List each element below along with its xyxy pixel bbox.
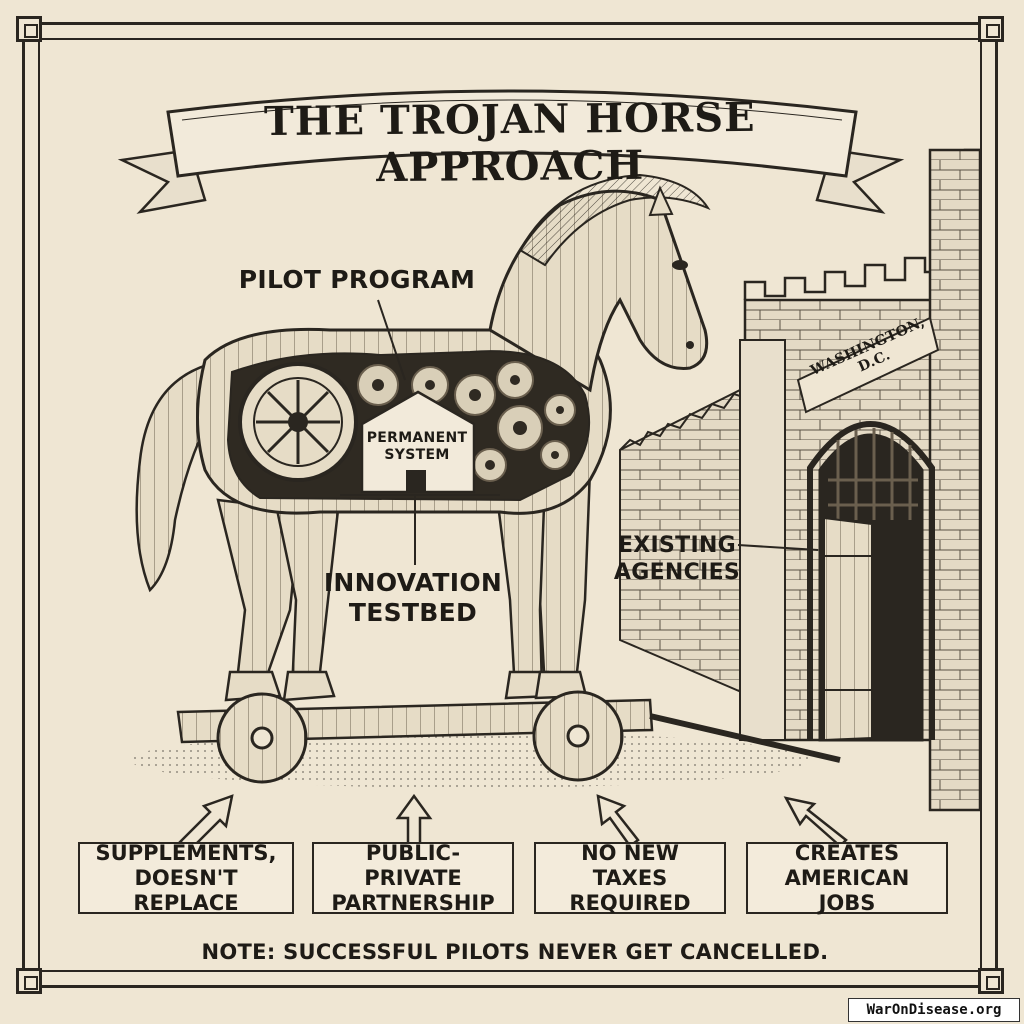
benefit-box-supplements: SUPPLEMENTS, DOESN'T REPLACE [78,841,294,915]
innovation-testbed-label: INNOVATION TESTBED [323,568,503,627]
leader-lines [377,299,819,565]
page-title: THE TROJAN HORSE APPROACH [263,93,756,192]
horse-legs [216,468,592,702]
benefit-box-jobs: CREATES AMERICAN JOBS [746,841,948,915]
corner-ornament [978,968,1004,994]
permanent-system-house [360,390,476,494]
pilot-program-label: PILOT PROGRAM [238,265,476,294]
outer-frame [22,22,998,988]
horse-head [488,173,711,393]
wheels [216,690,624,784]
permanent-system-label: PERMANENT SYSTEM [366,430,468,463]
watermark: WarOnDisease.org [848,998,1020,1022]
corner-ornament [16,16,42,42]
castle [619,148,982,812]
footnote: NOTE: SUCCESSFUL PILOTS NEVER GET CANCEL… [201,940,829,964]
arrows [177,793,848,850]
benefit-box-partnership: PUBLIC-PRIVATE PARTNERSHIP [312,841,514,915]
title-banner [117,89,905,214]
existing-agencies-label: EXISTING AGENCIES [613,533,741,585]
horse-interior [226,350,591,502]
benefit-box-no-taxes: NO NEW TAXES REQUIRED [534,841,726,915]
corner-ornament [16,968,42,994]
corner-ornament [978,16,1004,42]
